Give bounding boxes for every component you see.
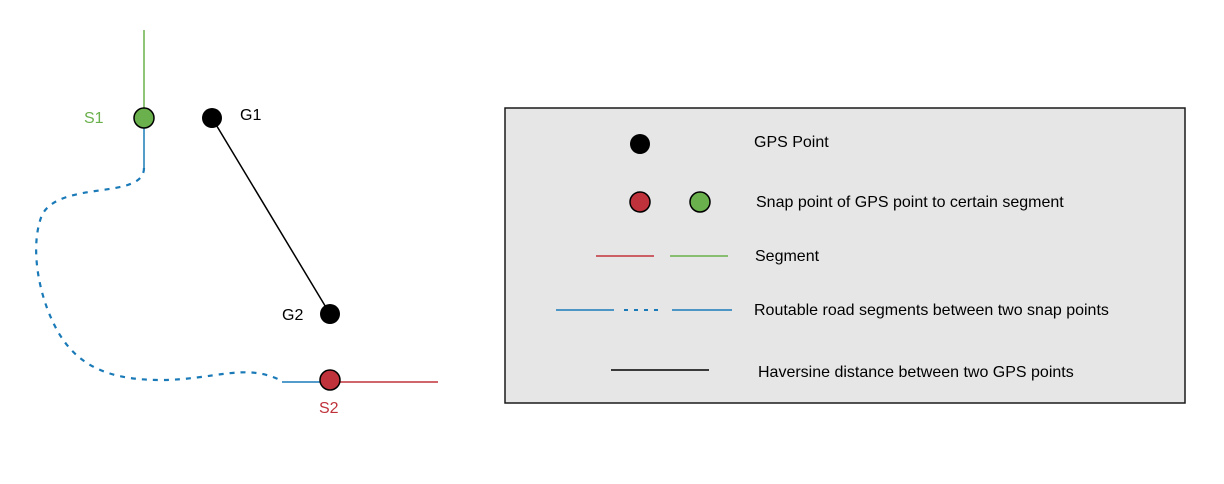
gps-point-g2 <box>320 304 340 324</box>
legend-routable-label: Routable road segments between two snap … <box>754 302 1109 319</box>
label-s2: S2 <box>319 400 339 417</box>
legend-gps-point-icon <box>630 134 650 154</box>
label-s1: S1 <box>84 110 104 127</box>
legend-snap-point-label: Snap point of GPS point to certain segme… <box>756 194 1064 211</box>
snap-point-s2 <box>319 369 341 391</box>
legend-snap-green-icon <box>689 191 711 213</box>
legend-segment-label: Segment <box>755 248 820 265</box>
legend-gps-point-label: GPS Point <box>754 134 829 151</box>
legend-haversine-label: Haversine distance between two GPS point… <box>758 364 1074 381</box>
haversine-line <box>211 117 331 315</box>
label-g2: G2 <box>282 307 303 324</box>
routable-road-dotted-curve <box>35 167 283 382</box>
legend: GPS Point Snap point of GPS point to cer… <box>504 107 1186 404</box>
gps-point-g1 <box>202 108 222 128</box>
route-diagram: S1 G1 G2 S2 <box>35 30 438 417</box>
legend-snap-red-icon <box>629 191 651 213</box>
label-g1: G1 <box>240 107 261 124</box>
snap-point-s1 <box>133 107 155 129</box>
